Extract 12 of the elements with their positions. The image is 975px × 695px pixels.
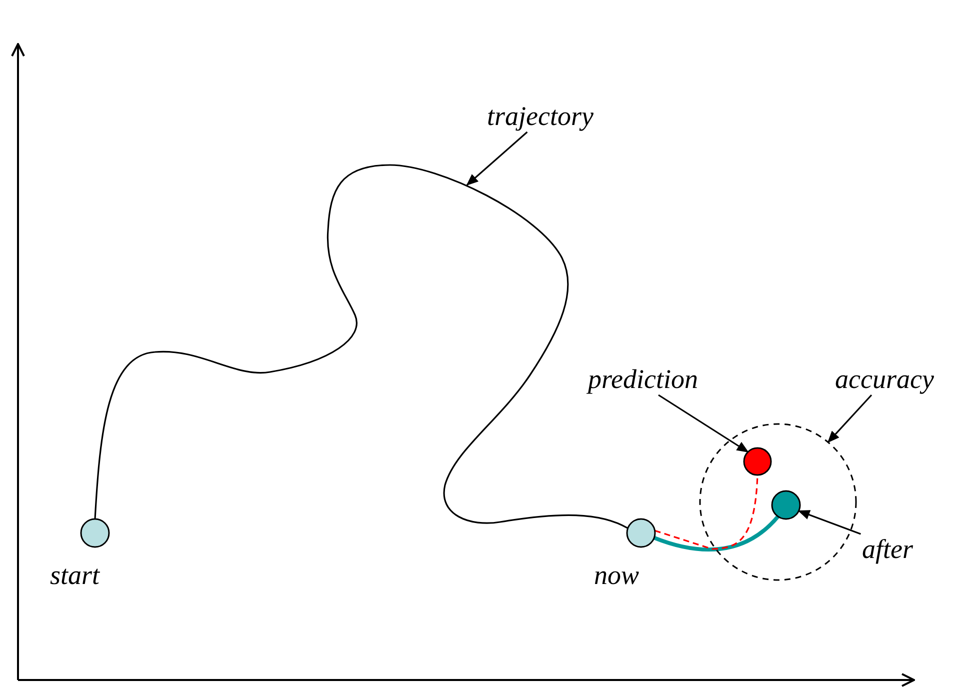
callout-label: trajectory	[487, 103, 594, 130]
point-label: start	[50, 562, 100, 589]
callout-label: accuracy	[835, 366, 934, 393]
leader-arrow	[658, 394, 749, 453]
callout-label: prediction	[588, 366, 698, 393]
callout-label: after	[862, 536, 913, 563]
leader-arrow	[798, 510, 861, 535]
point-label: now	[594, 562, 640, 589]
leader-arrow	[827, 394, 872, 443]
line	[94, 164, 628, 529]
thick-line	[654, 515, 780, 552]
leader-arrow	[466, 131, 528, 186]
